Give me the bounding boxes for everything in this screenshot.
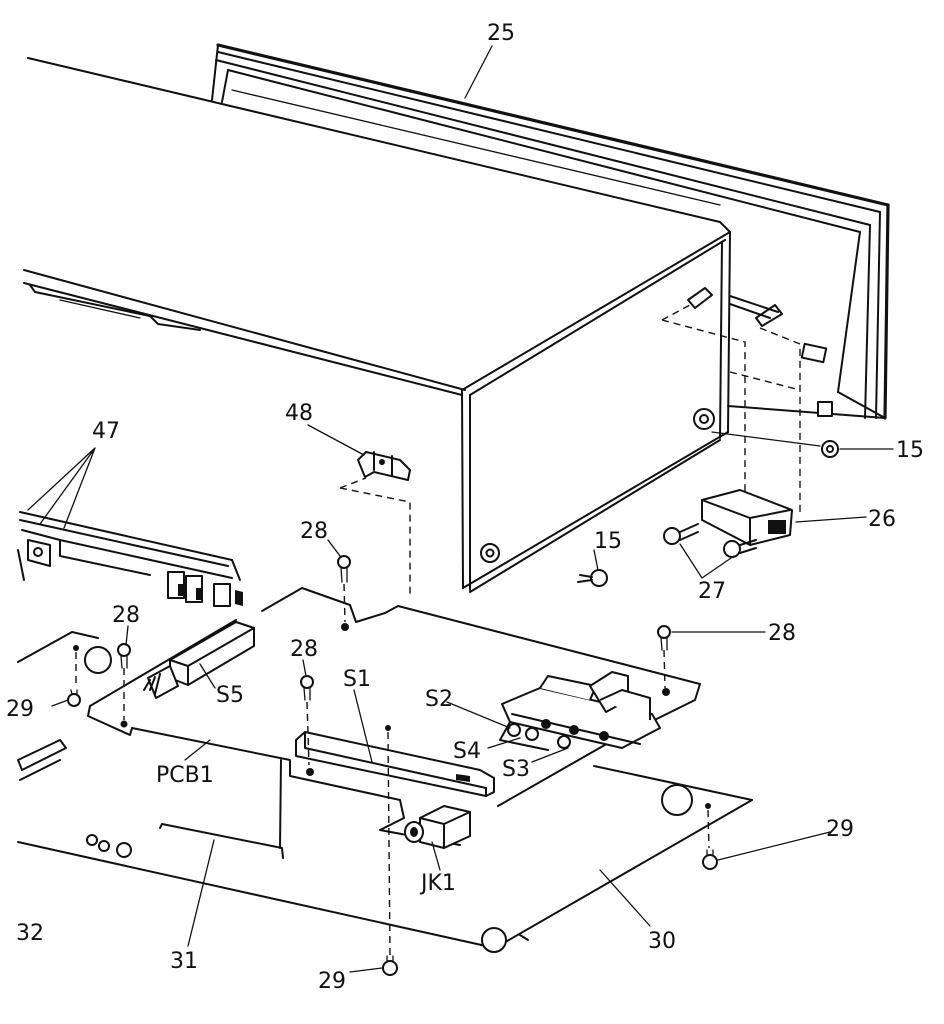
screw-head — [337, 555, 351, 569]
control-board-47 — [17, 511, 243, 607]
bracket-26 — [701, 489, 793, 546]
leader-lines — [27, 45, 894, 973]
switch-cluster-s2-s3-s4 — [499, 671, 661, 751]
chassis-hole — [86, 834, 98, 846]
label-29-left: 29 — [6, 697, 34, 722]
cabinet-screw-hole-inner — [699, 414, 709, 424]
cabinet-post — [687, 287, 713, 309]
label-28-right: 28 — [768, 621, 796, 646]
label-26: 26 — [868, 507, 896, 532]
chassis-hole — [116, 842, 132, 858]
label-s3: S3 — [502, 757, 530, 782]
screw-head — [300, 675, 314, 689]
screws-15 — [577, 440, 839, 587]
label-s2: S2 — [425, 687, 453, 712]
screw-head — [657, 625, 671, 639]
label-29-bottom: 29 — [318, 969, 346, 994]
label-32: 32 — [16, 921, 44, 946]
label-s4: S4 — [453, 739, 481, 764]
label-28-left: 28 — [112, 603, 140, 628]
screws-27 — [663, 523, 757, 558]
label-47: 47 — [92, 419, 120, 444]
label-30: 30 — [648, 929, 676, 954]
chassis-hole — [661, 784, 693, 816]
chassis-hole — [98, 840, 110, 852]
part-labels: 25 15 15 26 27 48 47 28 28 28 28 29 29 2… — [6, 21, 924, 994]
label-15-right: 15 — [896, 438, 924, 463]
panel-tab — [800, 342, 828, 364]
screw-head — [590, 569, 608, 587]
screws-28 — [117, 555, 671, 766]
switch-s1 — [295, 731, 495, 797]
label-48: 48 — [285, 401, 313, 426]
label-25: 25 — [487, 21, 515, 46]
chassis-plate-30 — [17, 631, 753, 953]
switch-s5 — [143, 621, 255, 699]
wire-31 — [159, 759, 284, 859]
chassis-hole — [481, 927, 507, 953]
label-15-center: 15 — [594, 529, 622, 554]
label-s5: S5 — [216, 683, 244, 708]
label-31: 31 — [170, 949, 198, 974]
label-29-right: 29 — [826, 817, 854, 842]
screws-29 — [67, 645, 718, 976]
label-28-middle: 28 — [290, 637, 318, 662]
screw-head — [67, 693, 81, 707]
label-28-top: 28 — [300, 519, 328, 544]
label-jk1: JK1 — [419, 871, 456, 896]
screw-head-center — [826, 445, 834, 453]
label-pcb1: PCB1 — [156, 763, 214, 788]
screw-head — [382, 960, 398, 976]
panel-tab — [817, 401, 833, 417]
label-27: 27 — [698, 579, 726, 604]
screw-head — [117, 643, 131, 657]
jack-jk1 — [404, 805, 471, 849]
screw-head — [663, 527, 681, 545]
cabinet-screw-hole-inner — [485, 548, 495, 558]
cabinet-cover — [23, 57, 801, 593]
screw-head — [702, 854, 718, 870]
front-panel-25 — [211, 43, 890, 420]
clip-48 — [339, 451, 411, 595]
screw-head — [723, 540, 741, 558]
label-s1: S1 — [343, 667, 371, 692]
chassis-hole — [84, 646, 112, 674]
